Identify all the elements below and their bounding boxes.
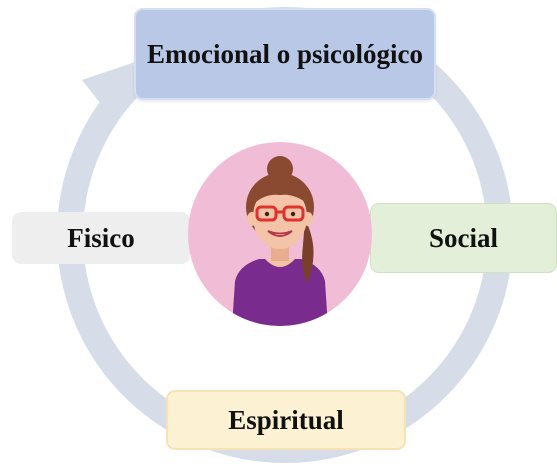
node-espiritual-label: Espiritual: [228, 404, 344, 435]
node-social: Social: [370, 203, 557, 273]
node-fisico: Fisico: [12, 212, 190, 264]
node-fisico-label: Fisico: [67, 222, 135, 253]
cycle-arrowhead-icon: [82, 62, 135, 108]
node-espiritual: Espiritual: [166, 390, 406, 450]
woman-avatar-icon: [188, 142, 372, 326]
node-emocional-label: Emocional o psicológico: [147, 39, 423, 69]
node-social-label: Social: [428, 222, 498, 253]
node-emocional: Emocional o psicológico: [134, 8, 436, 100]
